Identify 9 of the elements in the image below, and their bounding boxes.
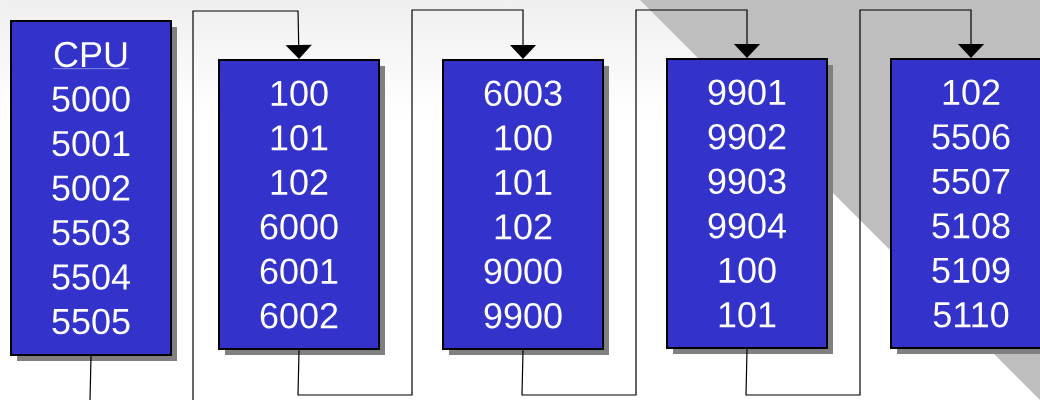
memory-box: 100 101 102 6000 6001 6002	[218, 59, 385, 355]
memory-box: 6003 100 101 102 9000 9900	[442, 59, 609, 355]
memory-box: CPU 5000 5001 5002 5503 5504 5505	[10, 20, 177, 361]
connector-arrow	[192, 10, 312, 400]
connector-arrow	[297, 9, 537, 396]
connector-arrow	[745, 9, 985, 396]
connector-arrow	[521, 9, 761, 396]
memory-box: 102 5506 5507 5108 5109 5110	[890, 58, 1040, 354]
memory-box: 9901 9902 9903 9904 100 101	[666, 58, 833, 354]
